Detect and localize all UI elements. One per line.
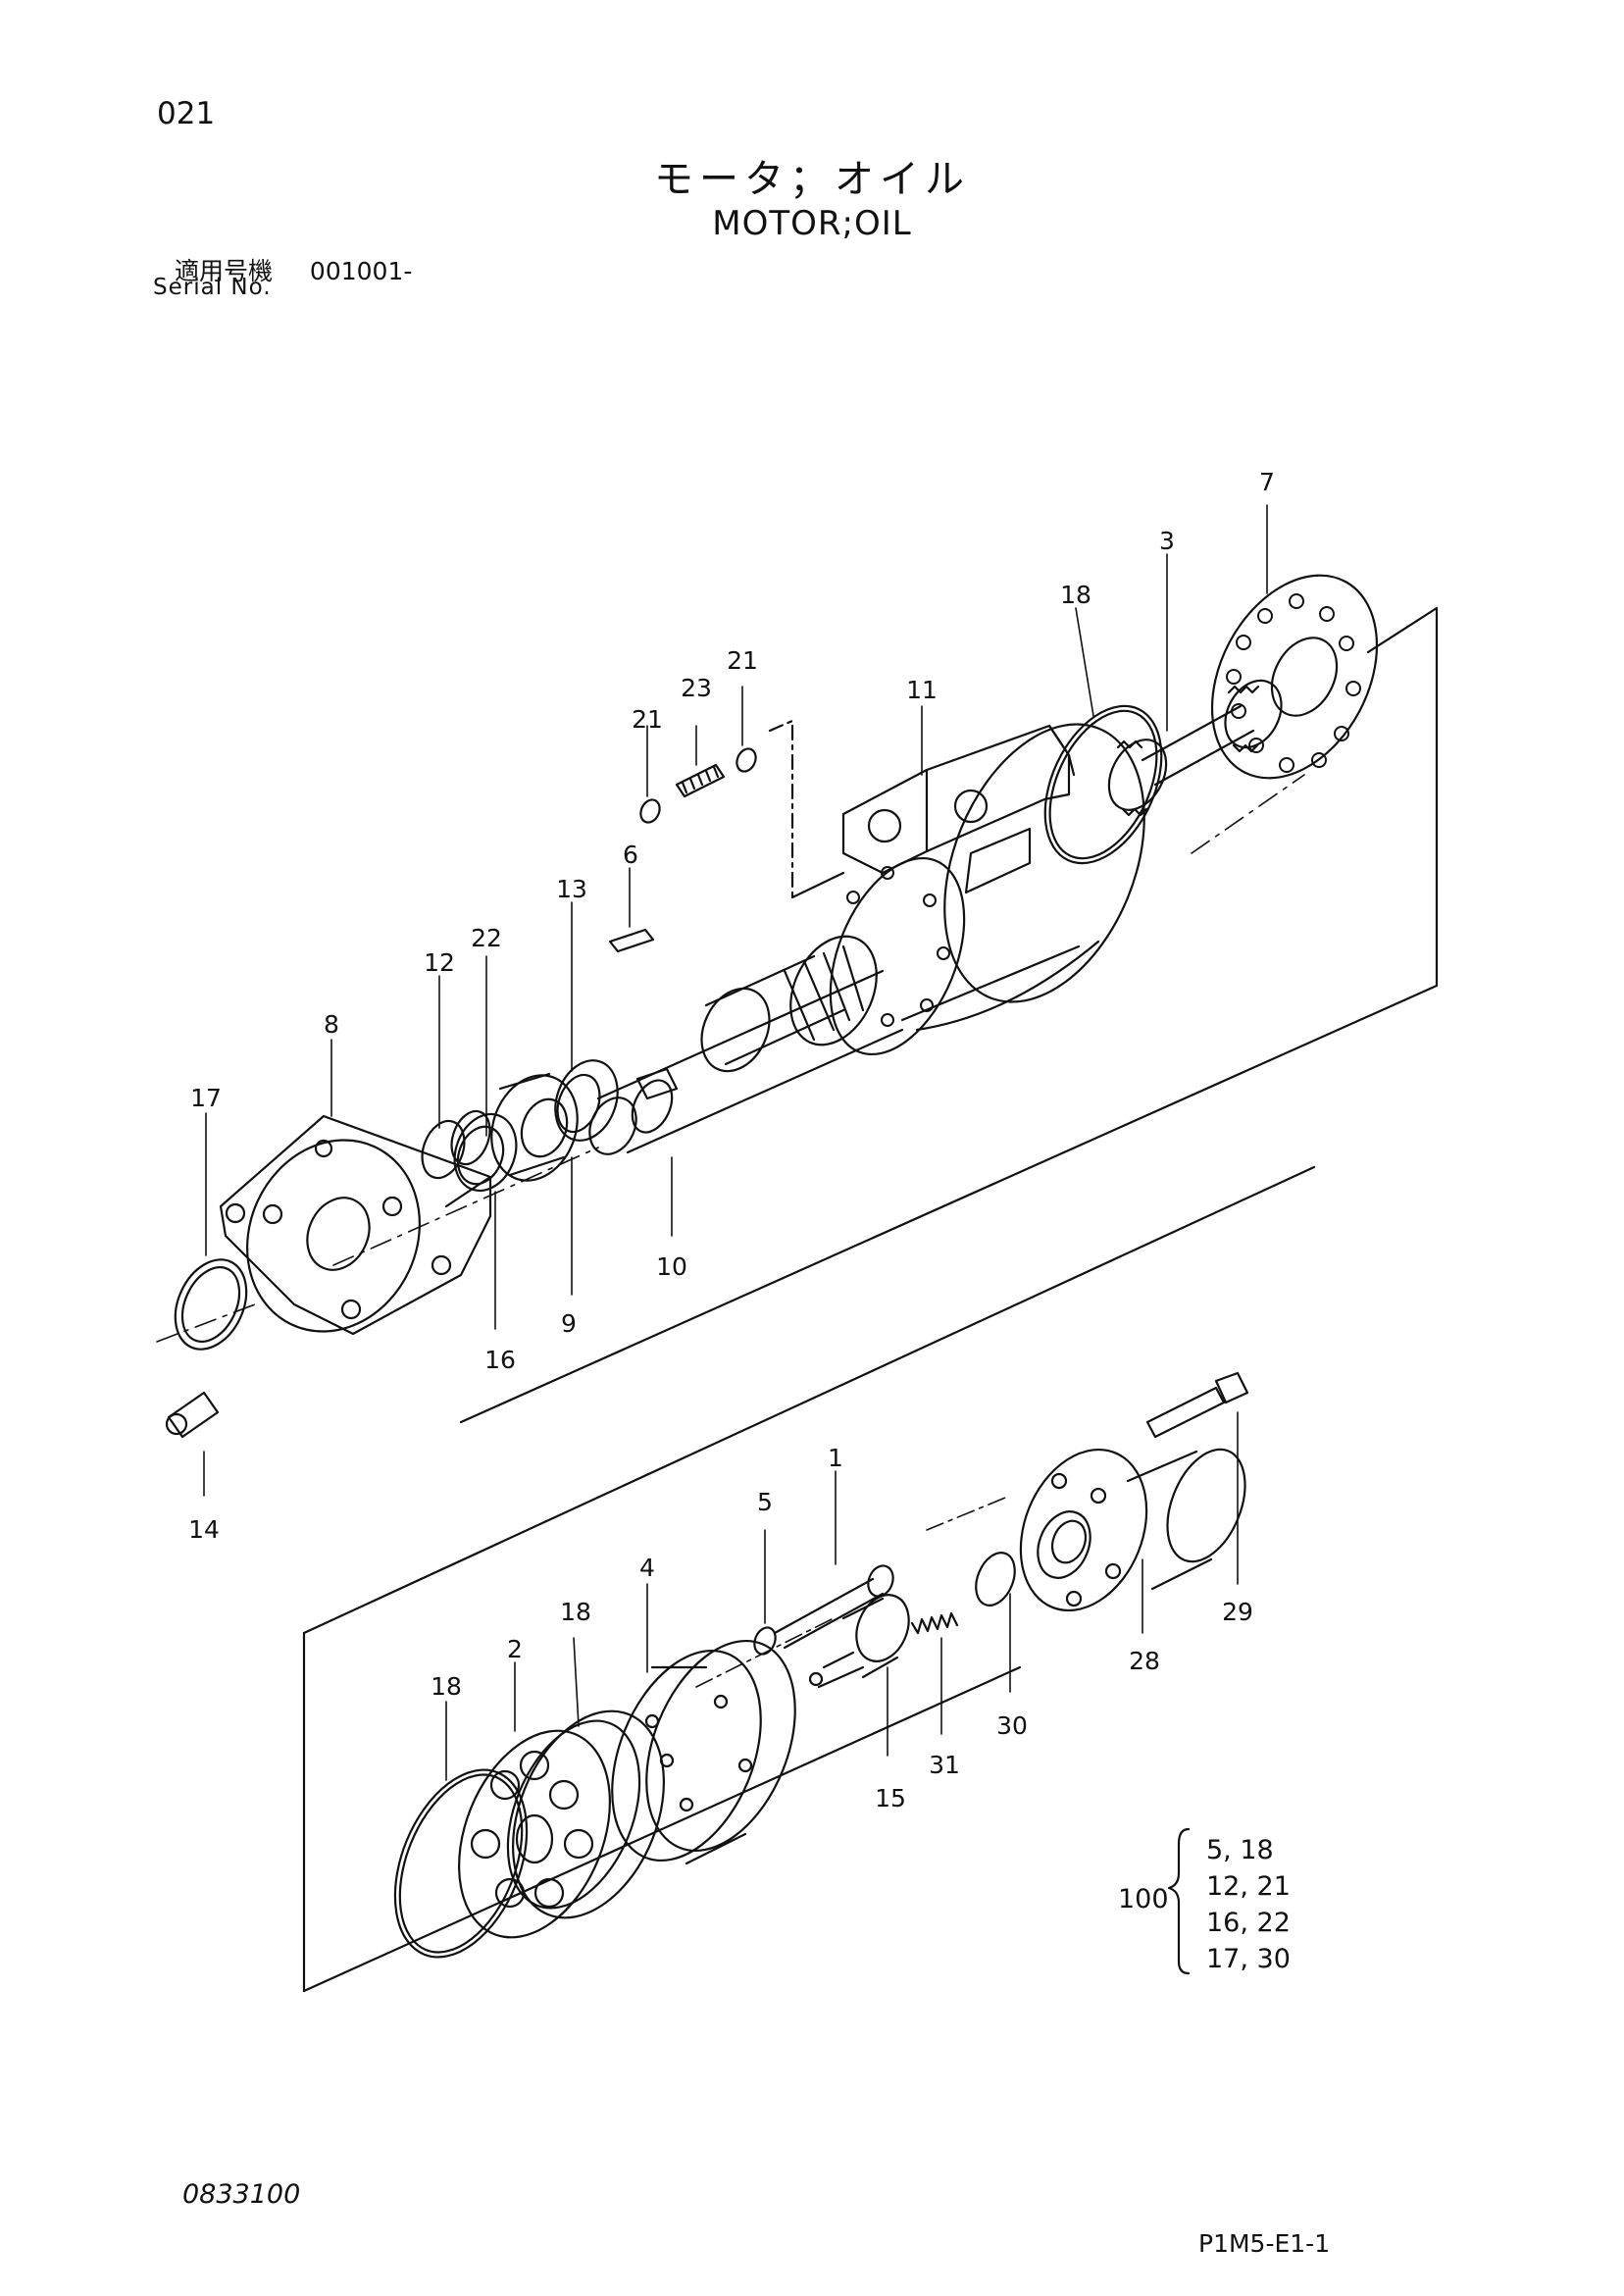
callout-4: 4 [639, 1554, 655, 1582]
callout-12: 12 [424, 948, 455, 977]
leader-lines-upper [203, 504, 1268, 1497]
snap-ring-12 [421, 1119, 466, 1180]
callout-31: 31 [929, 1751, 960, 1779]
spring-31 [910, 1611, 959, 1635]
o-ring-lower-b-inner [398, 1773, 524, 1954]
callout-23: 23 [681, 674, 712, 702]
bolt-29 [1145, 1371, 1249, 1439]
kit-bracket [1167, 1827, 1191, 1975]
callout-11: 11 [906, 676, 938, 704]
o-ring-lower-a [506, 1719, 641, 1910]
callout-17: 17 [190, 1084, 222, 1112]
callout-30: 30 [996, 1711, 1028, 1740]
callout-6: 6 [623, 841, 638, 869]
serial-label-japanese: 適用号機 001001- [175, 252, 412, 287]
lower-frame-bottom [302, 1665, 1022, 1993]
callout-18-low: 18 [431, 1672, 462, 1701]
callout-28: 28 [1129, 1647, 1160, 1675]
drawing-code: 0833100 [182, 2179, 301, 2210]
o-ring-17 [174, 1258, 248, 1351]
callout-29: 29 [1222, 1598, 1253, 1626]
kit-parts-row-3: 16, 22 [1206, 1908, 1291, 1938]
o-ring-21a [639, 798, 661, 824]
valve-plate-4 [611, 1639, 796, 1865]
callout-15: 15 [875, 1784, 906, 1812]
figure-code: P1M5-E1-1 [1198, 2229, 1331, 2258]
flange-cover [219, 1114, 492, 1336]
leader-lines-lower [445, 1411, 1239, 1781]
callout-2: 2 [507, 1635, 523, 1663]
bolt-14 [165, 1391, 220, 1439]
roller-bearing [554, 1059, 619, 1142]
shaft-key [608, 928, 655, 953]
callout-18-mid: 18 [560, 1598, 591, 1626]
callout-1: 1 [828, 1444, 843, 1472]
kit-parts-row-2: 12, 21 [1206, 1871, 1291, 1902]
port-centerline [768, 719, 794, 899]
serial-label-english: Serial No. [153, 275, 272, 300]
title-japanese: モータ；オイル [654, 157, 970, 202]
o-ring-17-inner [180, 1266, 241, 1343]
callout-21-right: 21 [727, 646, 758, 675]
kit-parts-row-4: 17, 30 [1206, 1944, 1291, 1974]
kit-number: 100 [1118, 1884, 1169, 1914]
callout-7: 7 [1259, 468, 1275, 496]
o-ring-lower-b [393, 1768, 529, 1959]
callout-16: 16 [484, 1346, 516, 1374]
o-ring-upper-inner [1048, 709, 1158, 860]
gear-plate [1210, 574, 1379, 780]
callout-8: 8 [324, 1010, 339, 1039]
callout-14: 14 [188, 1515, 220, 1544]
kit-parts-row-1: 5, 18 [1206, 1835, 1274, 1865]
callout-10: 10 [656, 1252, 687, 1281]
port-connector [790, 871, 845, 899]
lower-centerline [695, 1495, 1011, 1688]
upper-frame-line [459, 606, 1439, 1424]
lower-frame-top [302, 1165, 1316, 1635]
page-number: 021 [157, 96, 216, 131]
callout-21-left: 21 [632, 705, 663, 734]
shaft-centerline [156, 774, 1305, 1343]
o-ring-upper [1043, 704, 1163, 865]
bolt-1 [773, 1564, 894, 1650]
o-ring-21b [736, 747, 757, 773]
output-shaft [588, 935, 904, 1155]
plug-23 [675, 763, 726, 798]
serial-label: 適用号機 [175, 257, 274, 285]
callout-9: 9 [561, 1309, 577, 1338]
callout-18-top: 18 [1060, 581, 1091, 609]
cylinder-block-2 [458, 1709, 665, 1939]
motor-housing [829, 723, 1145, 1056]
title-english: MOTOR;OIL [712, 204, 912, 243]
washer-5 [753, 1626, 777, 1656]
callout-13: 13 [556, 875, 587, 903]
callout-22: 22 [471, 924, 502, 952]
callout-5: 5 [757, 1488, 773, 1516]
spool-15 [808, 1594, 910, 1689]
snap-ring-22 [450, 1109, 491, 1166]
callout-3: 3 [1159, 527, 1175, 555]
serial-value: 001001- [309, 257, 413, 285]
end-cover-28 [1019, 1448, 1246, 1612]
o-ring-30 [975, 1552, 1016, 1607]
